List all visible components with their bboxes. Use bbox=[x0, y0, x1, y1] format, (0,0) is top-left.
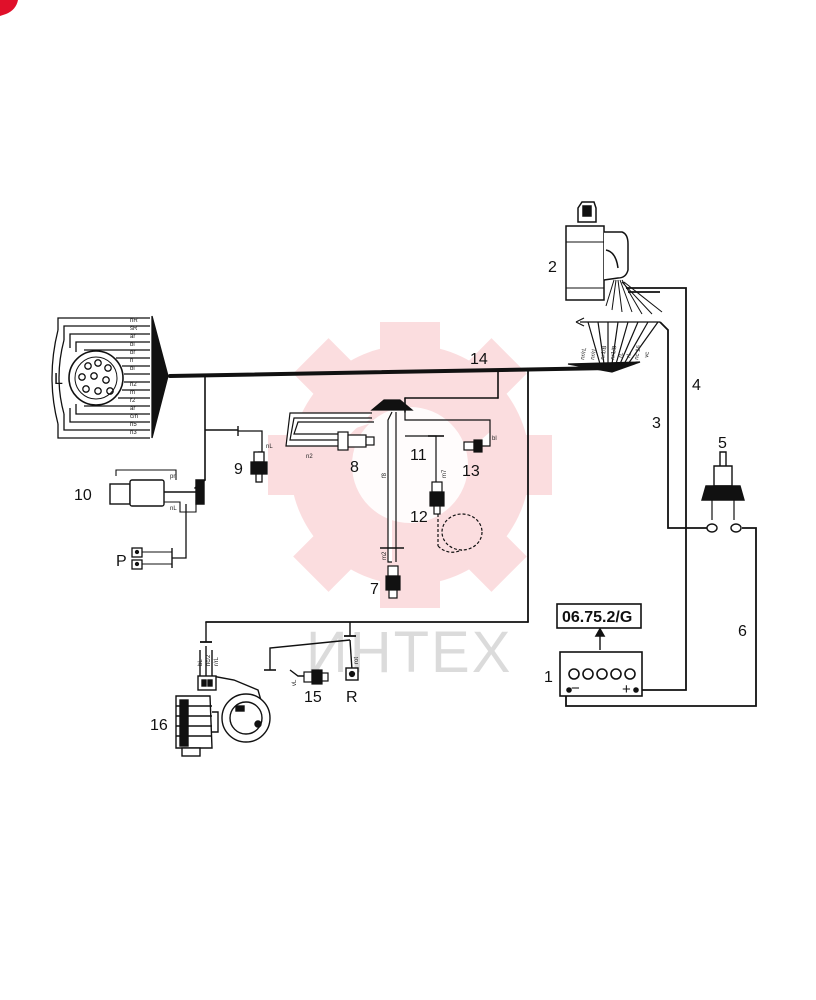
connector-11 bbox=[404, 412, 491, 482]
sensor-9 bbox=[205, 426, 268, 483]
battery-1 bbox=[559, 651, 643, 697]
label-4: 4 bbox=[692, 377, 701, 394]
svg-text:n2: n2 bbox=[130, 382, 137, 388]
svg-text:vL: vL bbox=[292, 679, 298, 686]
svg-text:rot: rot bbox=[354, 657, 360, 664]
label-5: 5 bbox=[718, 435, 727, 452]
svg-text:n: n bbox=[130, 358, 133, 364]
svg-text:r/rL: r/rL bbox=[214, 656, 220, 666]
svg-text:vc: vc bbox=[644, 351, 651, 358]
watermark-text: ИНТЕХ bbox=[306, 620, 512, 685]
svg-text:br: br bbox=[130, 350, 135, 356]
label-3: 3 bbox=[652, 415, 661, 432]
lower-harness bbox=[199, 622, 356, 705]
c13-pin: bl bbox=[492, 436, 497, 442]
main-harness bbox=[168, 366, 612, 623]
svg-text:rL: rL bbox=[618, 351, 625, 358]
svg-text:nr1/B: nr1/B bbox=[600, 345, 608, 360]
svg-text:n5: n5 bbox=[130, 422, 137, 428]
sensor-13 bbox=[463, 432, 491, 453]
c8-pin: n2 bbox=[306, 454, 313, 460]
module-2-pin-labels: nr/rL nr/rL nr1/B nr1/B rL rL nc 16 vc bbox=[580, 344, 651, 360]
sensor-7 bbox=[380, 411, 404, 599]
connector-R bbox=[345, 667, 359, 681]
svg-text:m: m bbox=[130, 390, 135, 396]
svg-text:n3: n3 bbox=[130, 430, 137, 436]
reference-box bbox=[556, 603, 642, 650]
svg-text:nr1/B: nr1/B bbox=[610, 345, 618, 360]
label-9: 9 bbox=[234, 461, 243, 478]
label-6: 6 bbox=[738, 623, 747, 640]
svg-text:nR: nR bbox=[130, 318, 138, 324]
wire-3-4 bbox=[626, 287, 710, 691]
label-13: 13 bbox=[462, 463, 480, 480]
battery-minus-label: − bbox=[571, 680, 580, 697]
label-8: 8 bbox=[350, 459, 359, 476]
sensor-8 bbox=[285, 399, 414, 451]
battery-plus-label: + bbox=[622, 681, 631, 698]
svg-text:r2: r2 bbox=[130, 398, 136, 404]
svg-text:nc/2: nc/2 bbox=[206, 654, 212, 666]
label-7: 7 bbox=[370, 581, 379, 598]
c10-pin-1: pr bbox=[170, 474, 175, 480]
svg-text:bl: bl bbox=[130, 342, 135, 348]
c10-pin-2: nL bbox=[170, 506, 177, 512]
svg-text:ar: ar bbox=[130, 334, 135, 340]
lower-pin-labels: bL nc/2 r/rL rot vL bbox=[198, 654, 360, 686]
label-15: 15 bbox=[304, 689, 322, 706]
component-10 bbox=[109, 469, 205, 513]
label-14: 14 bbox=[470, 351, 488, 368]
svg-text:c/n: c/n bbox=[130, 414, 138, 420]
switch-5 bbox=[701, 451, 745, 533]
sensor-12 bbox=[429, 481, 483, 553]
label-R: R bbox=[346, 689, 358, 706]
reference-box-text: 06.75.2/G bbox=[562, 609, 632, 626]
connector-L-pin-labels: nR sR ar bl br n bl n2 m r2 ar c/n n5 n3 bbox=[130, 318, 138, 436]
c7-pin-1: f8 bbox=[382, 472, 388, 478]
c9-pin: nL bbox=[266, 444, 273, 450]
watermark-gear-hole bbox=[352, 407, 468, 523]
svg-text:sR: sR bbox=[130, 326, 138, 332]
svg-text:nr/rL: nr/rL bbox=[580, 347, 588, 361]
svg-text:rL: rL bbox=[626, 351, 633, 358]
module-2-harness bbox=[567, 317, 660, 373]
label-P: P bbox=[116, 553, 127, 570]
alternator-16 bbox=[175, 675, 271, 757]
label-12: 12 bbox=[410, 509, 428, 526]
label-11: 11 bbox=[410, 447, 427, 464]
sensor-15 bbox=[303, 669, 329, 685]
svg-text:nr/rL: nr/rL bbox=[590, 347, 598, 361]
label-L: L bbox=[54, 371, 63, 388]
connector-P bbox=[131, 504, 187, 570]
module-2 bbox=[565, 201, 663, 315]
label-1: 1 bbox=[544, 669, 553, 686]
c12-pin: m7 bbox=[442, 469, 448, 478]
corner-mark bbox=[0, 0, 18, 16]
wire-6 bbox=[565, 527, 757, 707]
label-16: 16 bbox=[150, 717, 168, 734]
svg-text:nc 16: nc 16 bbox=[634, 344, 643, 360]
label-10: 10 bbox=[74, 487, 92, 504]
label-2: 2 bbox=[548, 259, 557, 276]
connector-L bbox=[51, 315, 169, 439]
c7-pin-2: m2 bbox=[382, 551, 388, 560]
svg-text:bl: bl bbox=[130, 366, 135, 372]
svg-text:bL: bL bbox=[198, 659, 204, 666]
svg-text:ar: ar bbox=[130, 406, 135, 412]
